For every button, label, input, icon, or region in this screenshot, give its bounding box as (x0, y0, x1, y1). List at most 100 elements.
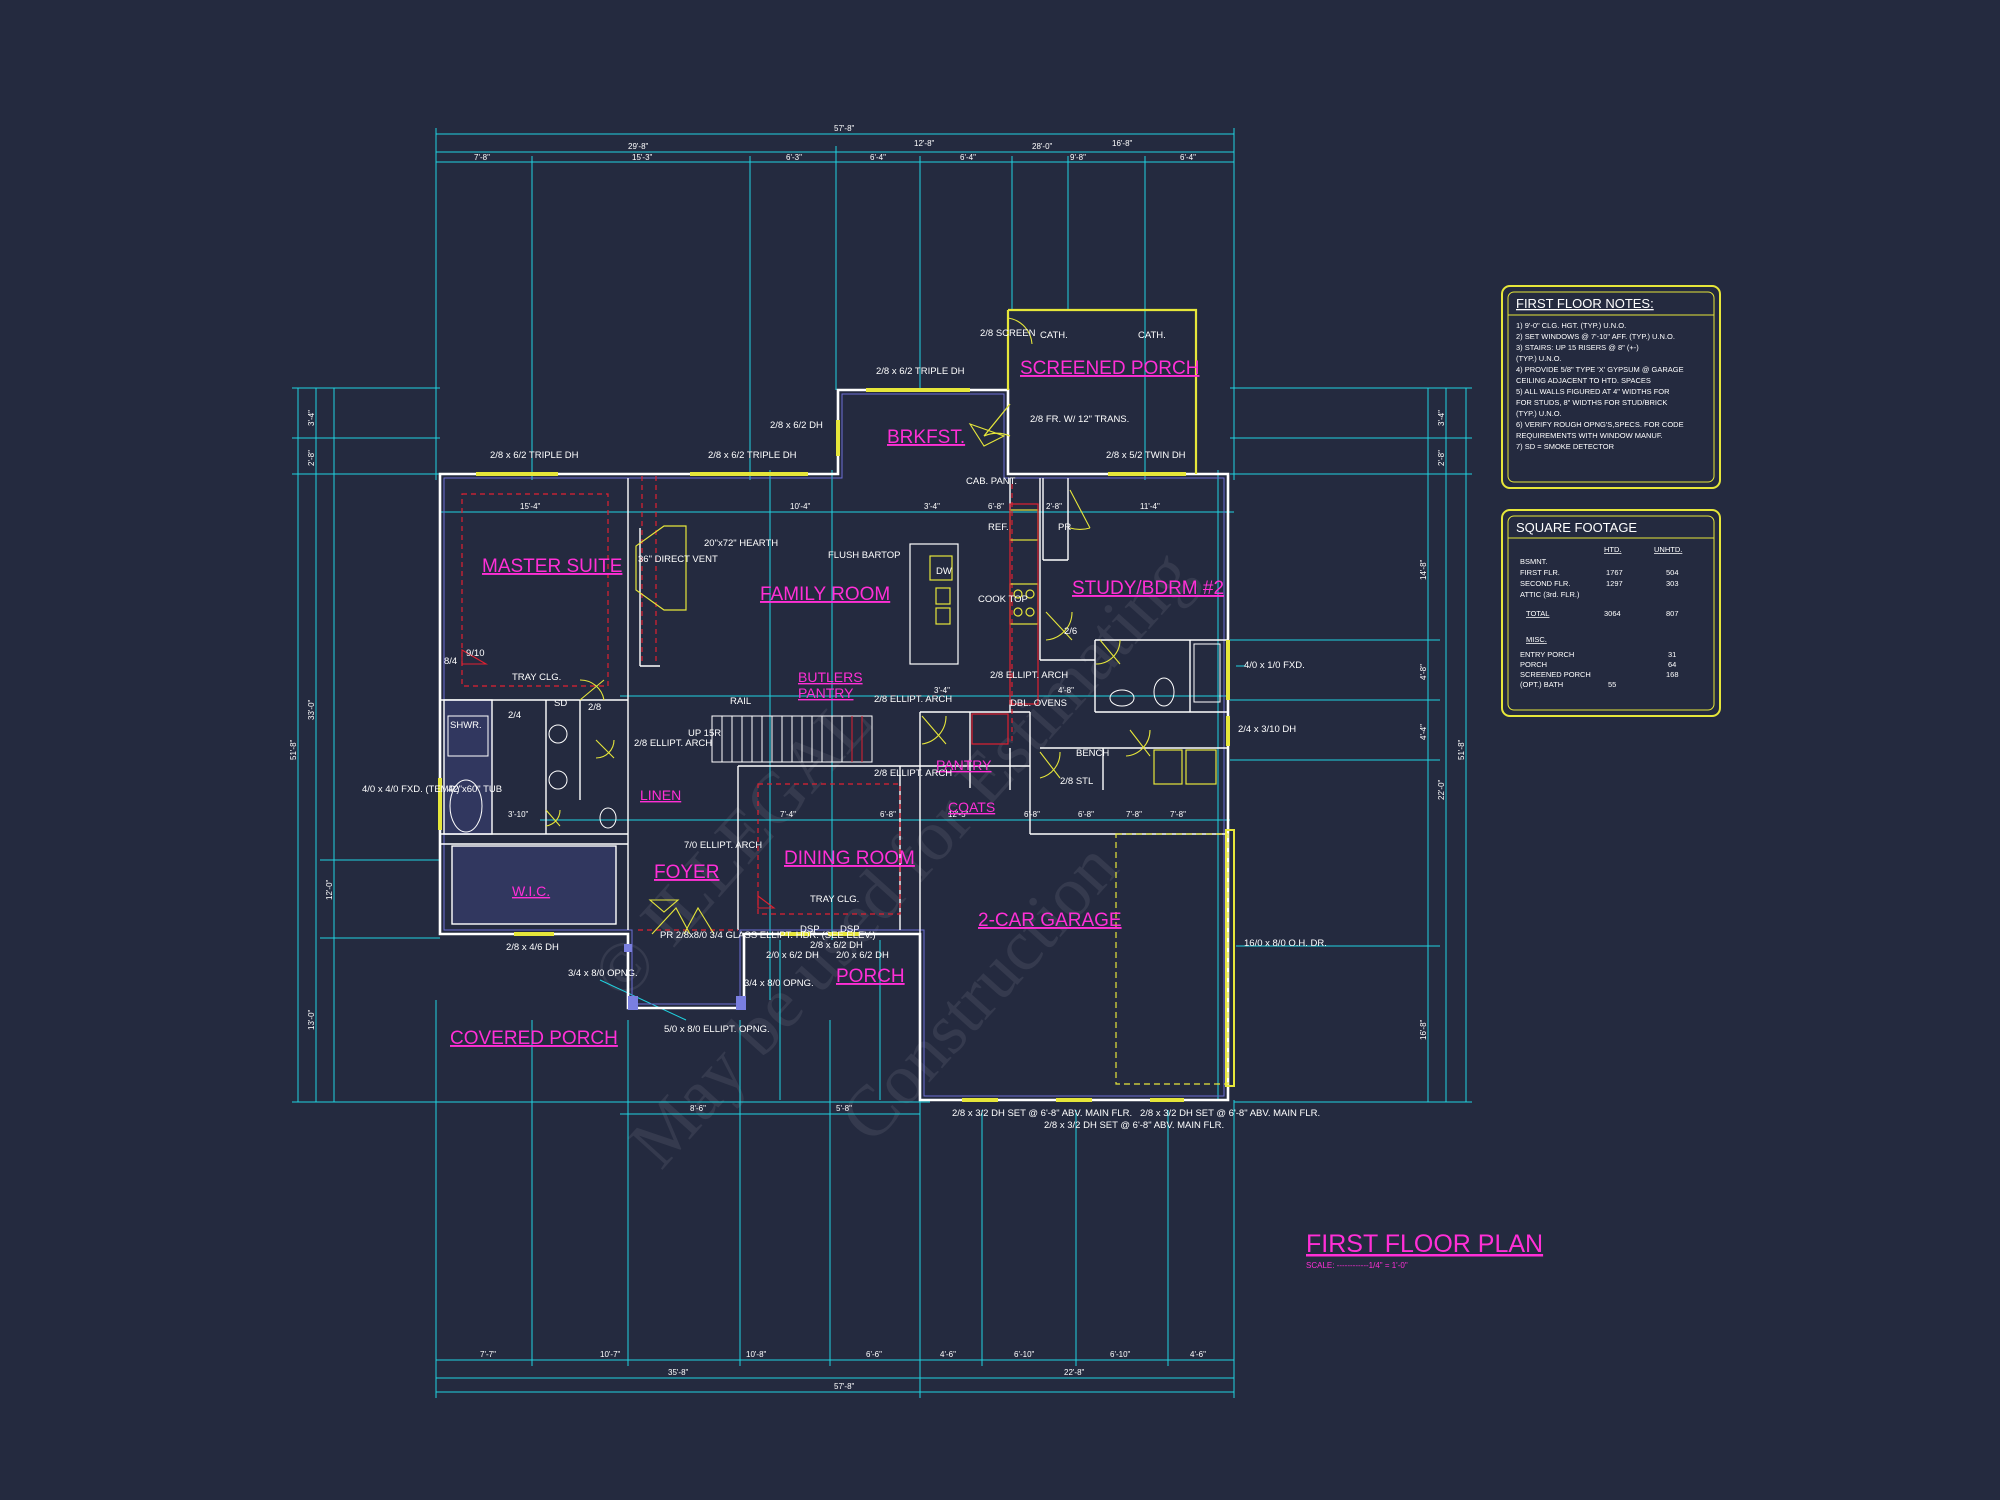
dim-right-overall: 51'-8" (1457, 739, 1466, 760)
footage-misc-htd: 55 (1608, 680, 1616, 689)
bath-fixtures (447, 643, 1221, 833)
label-dsp-1: DSP (800, 924, 820, 935)
label-ellipt-arch-2: 2/8 ELLIPT. ARCH (874, 694, 952, 705)
label-ellipt-opng: 5/0 x 8/0 ELLIPT. OPNG. (664, 1024, 770, 1035)
dim-inner: 6'-8" (1024, 810, 1040, 819)
dim-inner: 6'-8" (880, 810, 896, 819)
dim-top-seg: 15'-3" (632, 153, 653, 162)
footage-misc-label: (OPT.) BATH (1520, 680, 1563, 689)
dim-right-seg: 3'-4" (1437, 410, 1446, 426)
label-bench: BENCH (1076, 748, 1109, 759)
label-dining-dh-1: 2/0 x 6/2 DH (766, 950, 819, 961)
footage-title: SQUARE FOOTAGE (1516, 520, 1637, 535)
footage-row-label: ATTIC (3rd. FLR.) (1520, 590, 1580, 599)
footage-col-htd: HTD. (1604, 545, 1622, 554)
footage-misc-unhtd: 31 (1668, 650, 1676, 659)
label-dh-4-6: 2/8 x 4/6 DH (506, 942, 559, 953)
label-family-triple: 2/8 x 6/2 TRIPLE DH (708, 450, 797, 461)
dim-left-seg: 33'-0" (307, 699, 316, 720)
footage-row-label: FIRST FLR. (1520, 568, 1560, 577)
label-opng-mid: 3/4 x 8/0 OPNG. (744, 978, 814, 989)
notes-line: 7) SD = SMOKE DETECTOR (1516, 442, 1615, 451)
dim-bottom-overall: 57'-8" (834, 1382, 855, 1391)
dim-inner: 4'-8" (1058, 686, 1074, 695)
dim-inner: 7'-8" (1126, 810, 1142, 819)
footage-misc-label: SCREENED PORCH (1520, 670, 1591, 679)
label-ref: REF. (988, 522, 1009, 533)
label-shwr: SHWR. (450, 720, 482, 731)
label-flush-bartop: FLUSH BARTOP (828, 550, 901, 561)
label-master-triple: 2/8 x 6/2 TRIPLE DH (490, 450, 579, 461)
label-rail: RAIL (730, 696, 751, 707)
footage-total-label: TOTAL (1526, 609, 1549, 618)
dimension-text: 57'-8" 29'-8" 28'-0" 7'-8" 15'-3" 6'-3" … (289, 124, 1466, 1391)
label-garage-win-2: 2/8 x 3/2 DH SET @ 6'-8" ABV. MAIN FLR. (1044, 1120, 1224, 1131)
label-tray-clg-master: TRAY CLG. (512, 672, 561, 683)
label-dsp-2: DSP (840, 924, 860, 935)
footage-col-unhtd: UNHTD. (1654, 545, 1682, 554)
fireplace (635, 525, 687, 611)
label-door-26: 2/6 (1064, 626, 1077, 637)
label-fr-trans: 2/8 FR. W/ 12" TRANS. (1030, 414, 1129, 425)
dim-left-seg: 12'-0" (325, 879, 334, 900)
dim-bottom-seg: 6'-10" (1014, 1350, 1035, 1359)
dim-inner: 10'-4" (790, 502, 811, 511)
footage-misc-title: MISC. (1526, 635, 1547, 644)
label-door-24: 2/4 (508, 710, 521, 721)
dim-inner: 5'-8" (836, 1104, 852, 1113)
annotation-labels: 2/8 x 6/2 TRIPLE DH 2/8 x 6/2 DH 2/8 x 6… (362, 328, 1327, 1131)
dim-inner: 3'-4" (934, 686, 950, 695)
label-door-28: 2/8 (588, 702, 601, 713)
label-entry-door: PR 2/8x8/0 3/4 GLASS ELLIPT. HDR. (SEE E… (660, 930, 876, 941)
label-tub: 42"x60" TUB (448, 784, 502, 795)
label-ellipt-arch-3: 2/8 ELLIPT. ARCH (874, 768, 952, 779)
dim-inner: 7'-8" (1170, 810, 1186, 819)
notes-line: 2) SET WINDOWS @ 7'-10" AFF. (TYP.) U.N.… (1516, 332, 1675, 341)
door-swings (461, 317, 1151, 935)
notes-line: 1) 9'-0" CLG. HGT. (TYP.) U.N.O. (1516, 321, 1626, 330)
room-study: STUDY/BDRM #2 (1072, 578, 1224, 599)
label-screen: 2/8 SCREEN (980, 328, 1036, 339)
dim-inner: 11'-4" (1140, 502, 1160, 511)
dim-inner: 6'-8" (1078, 810, 1094, 819)
room-butlers-pantry-1: BUTLERS (798, 669, 863, 685)
label-fxd-right: 4/0 x 1/0 FXD. (1244, 660, 1305, 671)
dim-top-left: 29'-8" (628, 142, 649, 151)
dim-inner: 12'-5" (948, 810, 969, 819)
dim-left-seg: 2'-8" (307, 450, 316, 466)
label-opng-left: 3/4 x 8/0 OPNG. (568, 968, 638, 979)
footage-misc-unhtd: 64 (1668, 660, 1676, 669)
notes-line: REQUIREMENTS WITH WINDOW MANUF. (1516, 431, 1663, 440)
footage-row-unhtd: 303 (1666, 579, 1679, 588)
room-covered-porch: COVERED PORCH (450, 1028, 618, 1049)
label-door-910: 9/10 (466, 648, 485, 659)
dim-top-seg: 6'-4" (1180, 153, 1196, 162)
room-dining-room: DINING ROOM (784, 848, 915, 869)
dim-bottom-seg: 4'-6" (940, 1350, 956, 1359)
dim-top-overall: 57'-8" (834, 124, 855, 133)
windows (438, 388, 1230, 1102)
dim-right-seg: 16'-8" (1419, 1019, 1428, 1040)
dim-bottom-seg: 6'-10" (1110, 1350, 1131, 1359)
room-butlers-pantry-2: PANTRY (798, 685, 854, 701)
label-hearth: 20"x72" HEARTH (704, 538, 778, 549)
label-triple-dh-top: 2/8 x 6/2 TRIPLE DH (876, 366, 965, 377)
dim-top-right: 28'-0" (1032, 142, 1053, 151)
first-floor-notes-panel: FIRST FLOOR NOTES: 1) 9'-0" CLG. HGT. (T… (1501, 285, 1721, 489)
room-foyer: FOYER (654, 862, 719, 883)
dim-bottom-seg: 10'-7" (600, 1350, 621, 1359)
room-linen: LINEN (640, 787, 681, 803)
label-stl: 2/8 STL (1060, 776, 1093, 787)
dim-inner: 2'-8" (1046, 502, 1062, 511)
dim-right-seg: 14'-8" (1419, 559, 1428, 580)
footage-total-htd: 3064 (1604, 609, 1621, 618)
columns (624, 944, 746, 1010)
footage-misc-unhtd: 168 (1666, 670, 1679, 679)
room-garage: 2-CAR GARAGE (978, 910, 1122, 931)
dim-right-seg: 22'-0" (1437, 779, 1446, 800)
label-sd: SD (554, 698, 567, 709)
notes-line: 3) STAIRS: UP 15 RISERS @ 8" (+-) (1516, 343, 1639, 352)
room-master-suite: MASTER SUITE (482, 556, 622, 577)
plan-title-block: FIRST FLOOR PLAN SCALE: ------------1/4"… (1306, 1230, 1543, 1270)
label-cath-1: CATH. (1040, 330, 1068, 341)
